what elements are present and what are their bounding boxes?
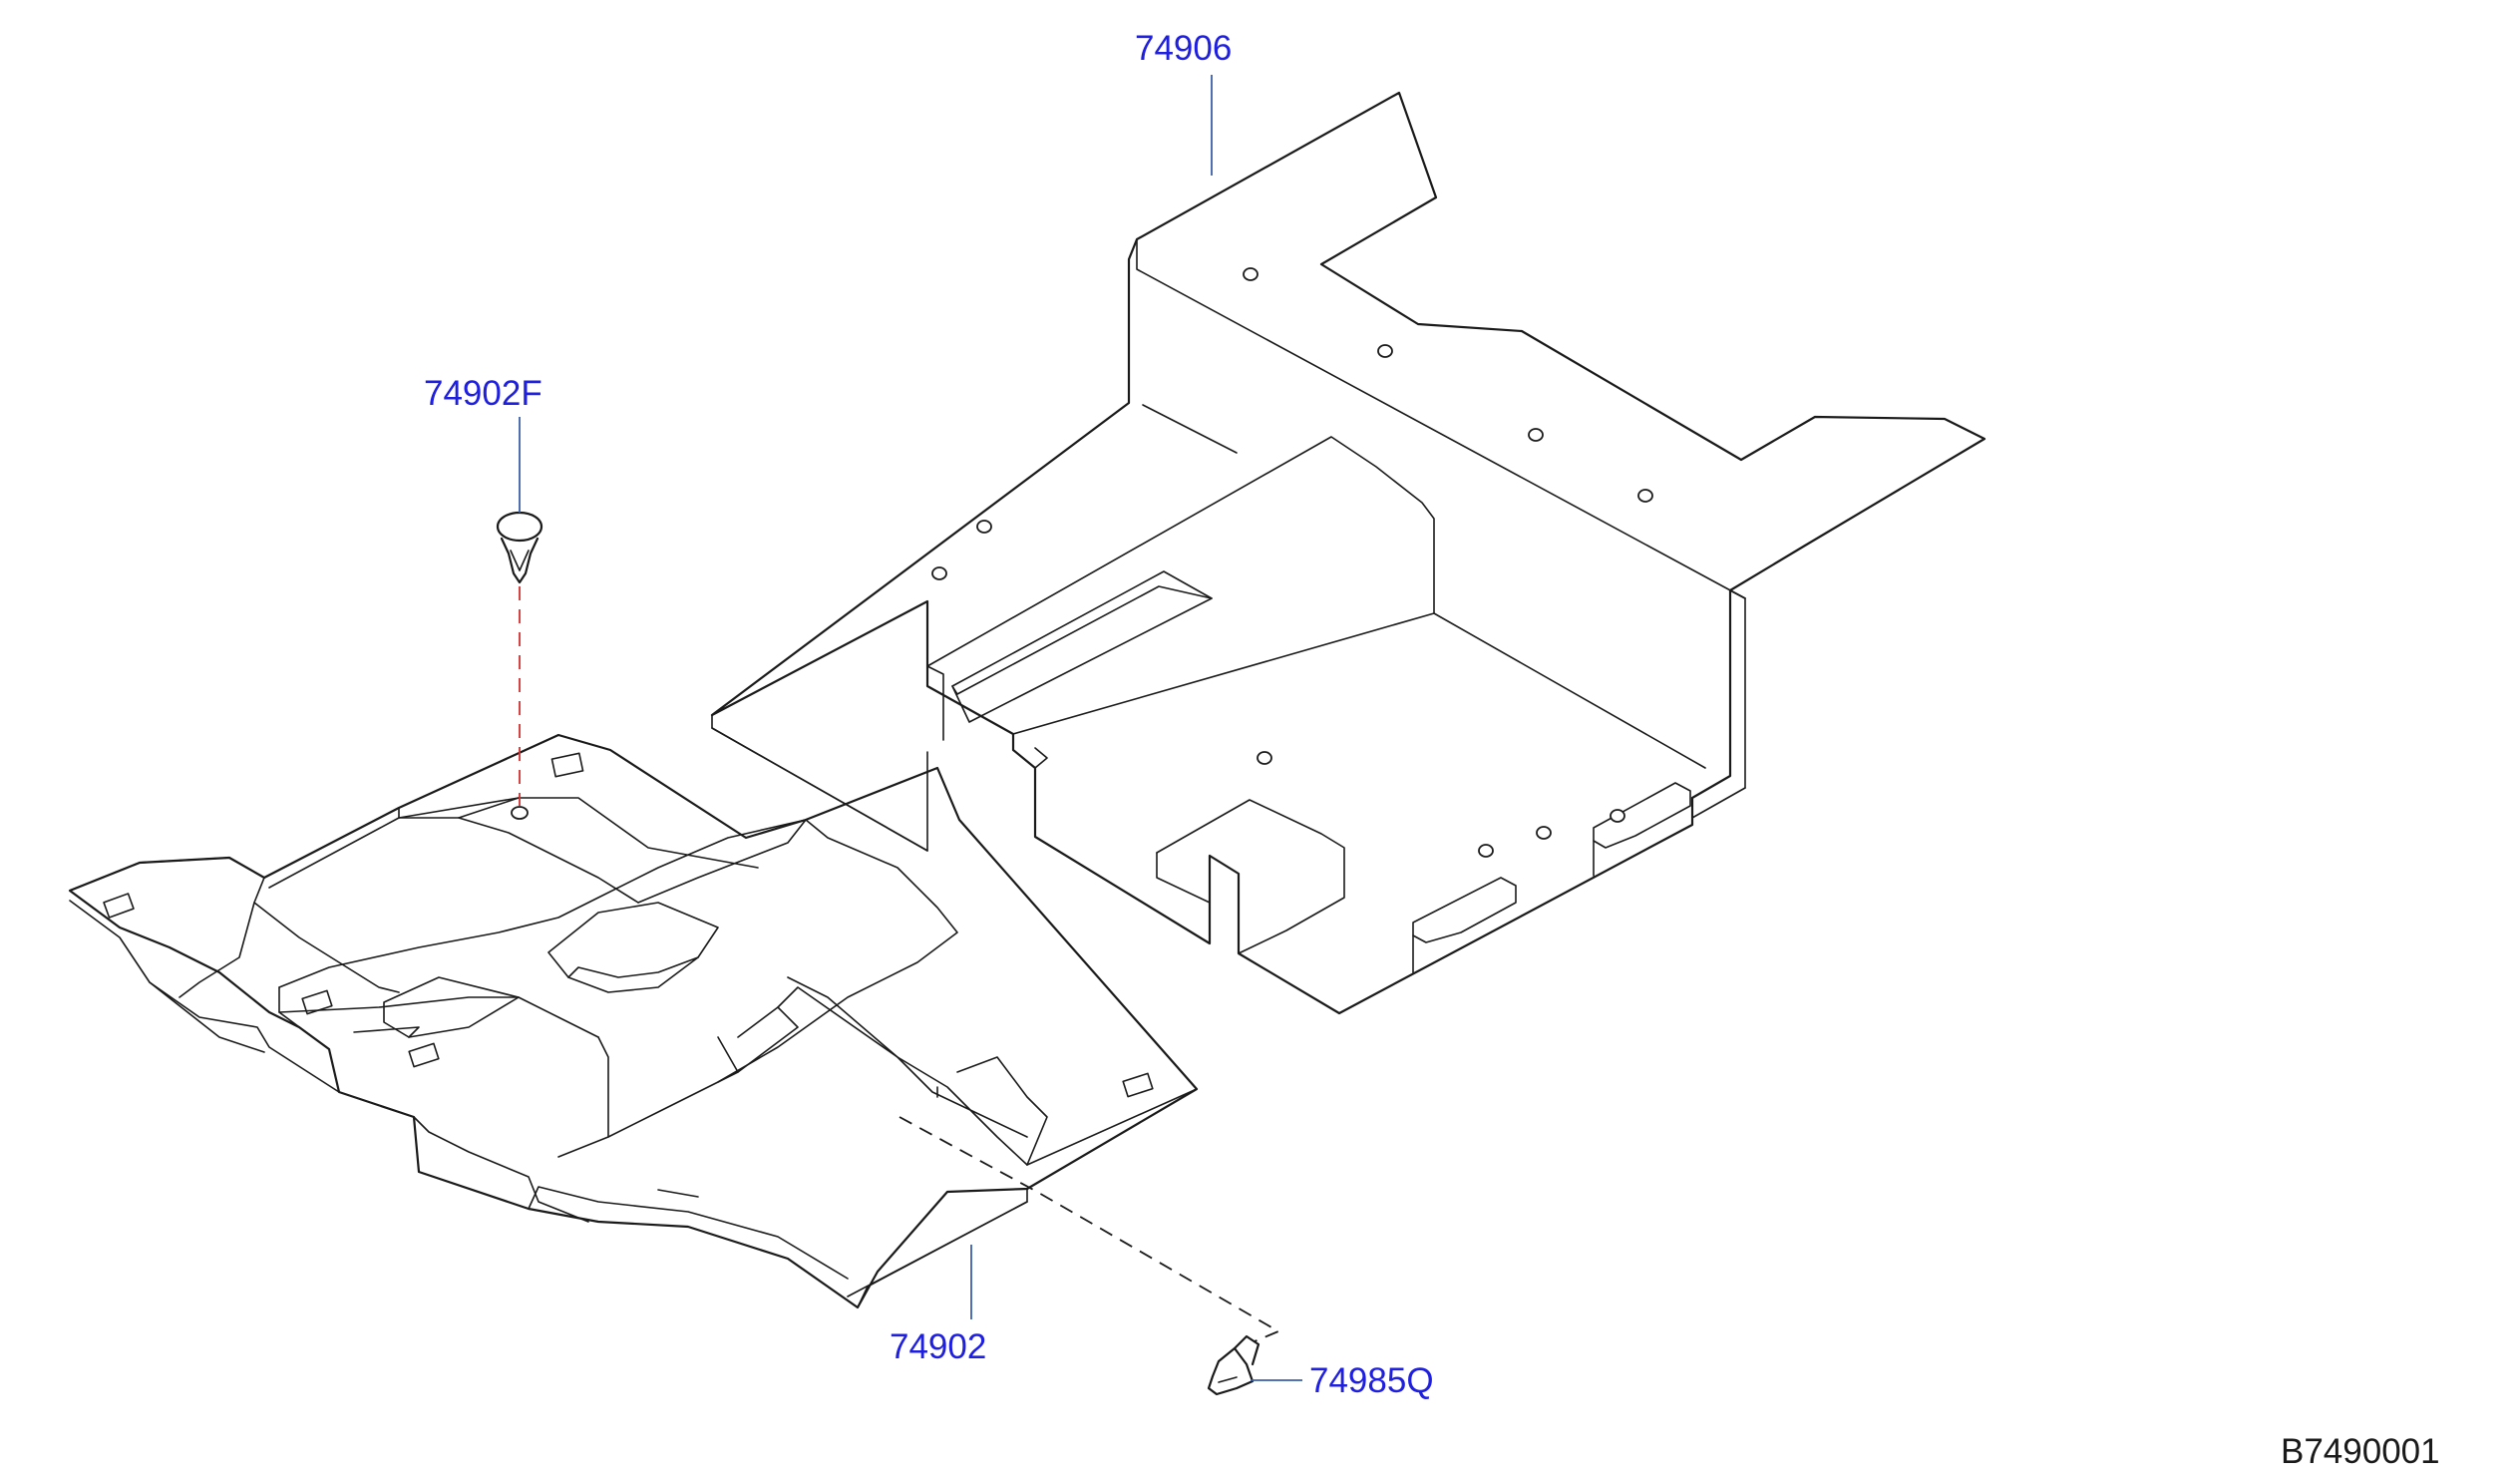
leader-lines bbox=[519, 75, 1302, 1381]
diagram-code: B7490001 bbox=[2281, 1432, 2440, 1471]
floor-carpet-part bbox=[68, 733, 1199, 1309]
label-74906: 74906 bbox=[1135, 29, 1232, 68]
label-74902: 74902 bbox=[890, 1327, 986, 1366]
clip-part bbox=[496, 511, 543, 584]
hook-install-path bbox=[899, 1116, 1281, 1342]
label-74902f: 74902F bbox=[424, 374, 542, 413]
hook-part bbox=[1207, 1334, 1260, 1396]
carpet-backing-part bbox=[710, 91, 1986, 1015]
label-74985q: 74985Q bbox=[1309, 1361, 1434, 1400]
